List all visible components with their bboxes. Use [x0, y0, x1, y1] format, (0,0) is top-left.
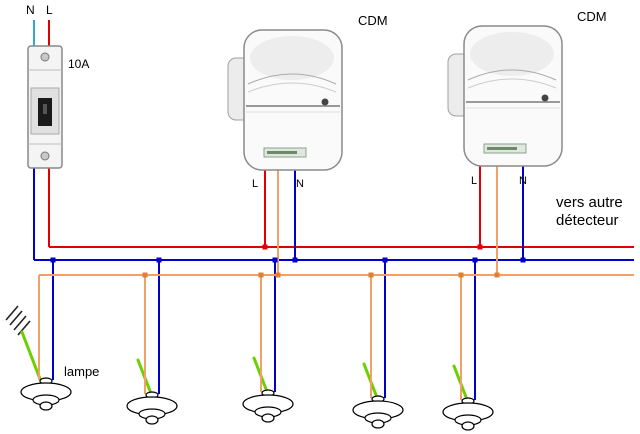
lamp-4: [352, 395, 404, 429]
supply-line-label: L: [46, 3, 53, 17]
switched-wires: [38, 166, 634, 400]
circuit-breaker: [27, 45, 63, 169]
supply-neutral-label: N: [26, 3, 35, 17]
motion-detector-2: [447, 25, 563, 167]
lamp-5: [442, 397, 494, 431]
lamp-label: lampe: [64, 364, 100, 379]
motion-detector-1: [227, 29, 343, 171]
lamp-1: [20, 377, 72, 411]
to-other-detector-label-line2: détecteur: [556, 212, 619, 229]
detector2-title: CDM: [577, 9, 607, 24]
lamp-2: [126, 391, 178, 425]
detector-led: [321, 98, 329, 106]
detector1-terminal-n-label: N: [296, 178, 304, 190]
detector1-terminal-l-label: L: [252, 178, 259, 190]
lamp-3: [242, 389, 294, 423]
breaker-top-screw: [40, 52, 50, 62]
breaker-rating-label: 10A: [68, 57, 90, 71]
detector2-terminal-l-label: L: [471, 175, 478, 187]
earth-symbol: [5, 305, 31, 336]
line-wires: [48, 20, 634, 248]
to-other-detector-label-line1: vers autre: [556, 194, 623, 211]
junction-dots: [50, 244, 526, 278]
detector1-title: CDM: [358, 13, 388, 28]
breaker-bottom-screw: [40, 151, 50, 161]
detector-led: [541, 94, 549, 102]
detector2-terminal-n-label: N: [519, 175, 527, 187]
neutral-wires: [33, 166, 634, 400]
